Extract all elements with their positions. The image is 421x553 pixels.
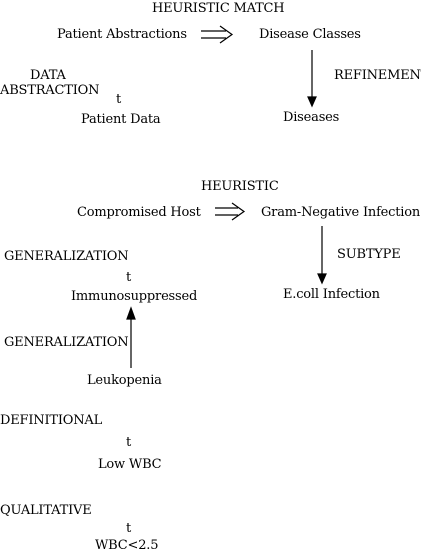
label-refinement: REFINEMENT xyxy=(334,68,421,83)
t-glyph-3: t xyxy=(126,435,132,450)
node-immunosuppressed: Immunosuppressed xyxy=(71,289,198,304)
t-glyph-1: t xyxy=(116,92,122,107)
match-double-arrow-1 xyxy=(201,25,234,44)
label-qualitative: QUALITATIVE xyxy=(0,503,92,518)
t-glyph-4: t xyxy=(126,521,132,536)
label-generalization-2: GENERALIZATION xyxy=(4,335,129,350)
node-patient-abstractions: Patient Abstractions xyxy=(57,27,187,42)
node-disease-classes: Disease Classes xyxy=(259,27,361,42)
node-compromised-host: Compromised Host xyxy=(77,205,201,220)
node-ecoli-infection: E.coll Infection xyxy=(283,287,380,302)
node-wbc-threshold: WBC<2.5 xyxy=(95,538,159,553)
label-definitional: DEFINITIONAL xyxy=(0,413,103,428)
node-diseases: Diseases xyxy=(283,110,340,125)
node-leukopenia: Leukopenia xyxy=(87,373,162,388)
label-data: DATA xyxy=(30,68,66,83)
diagram1-title: HEURISTIC MATCH xyxy=(152,1,285,16)
generalization-up-arrow xyxy=(126,306,136,368)
subtype-arrow xyxy=(317,226,327,285)
refinement-arrow xyxy=(307,50,317,108)
match-double-arrow-2 xyxy=(215,202,246,221)
node-patient-data: Patient Data xyxy=(81,112,161,127)
node-gram-negative-infection: Gram-Negative Infection xyxy=(261,205,421,220)
label-subtype: SUBTYPE xyxy=(337,247,401,262)
t-glyph-2: t xyxy=(126,270,132,285)
node-low-wbc: Low WBC xyxy=(98,457,162,472)
label-abstraction: ABSTRACTION xyxy=(0,83,100,98)
diagram2-title: HEURISTIC xyxy=(201,179,279,194)
label-generalization-1: GENERALIZATION xyxy=(4,249,129,264)
